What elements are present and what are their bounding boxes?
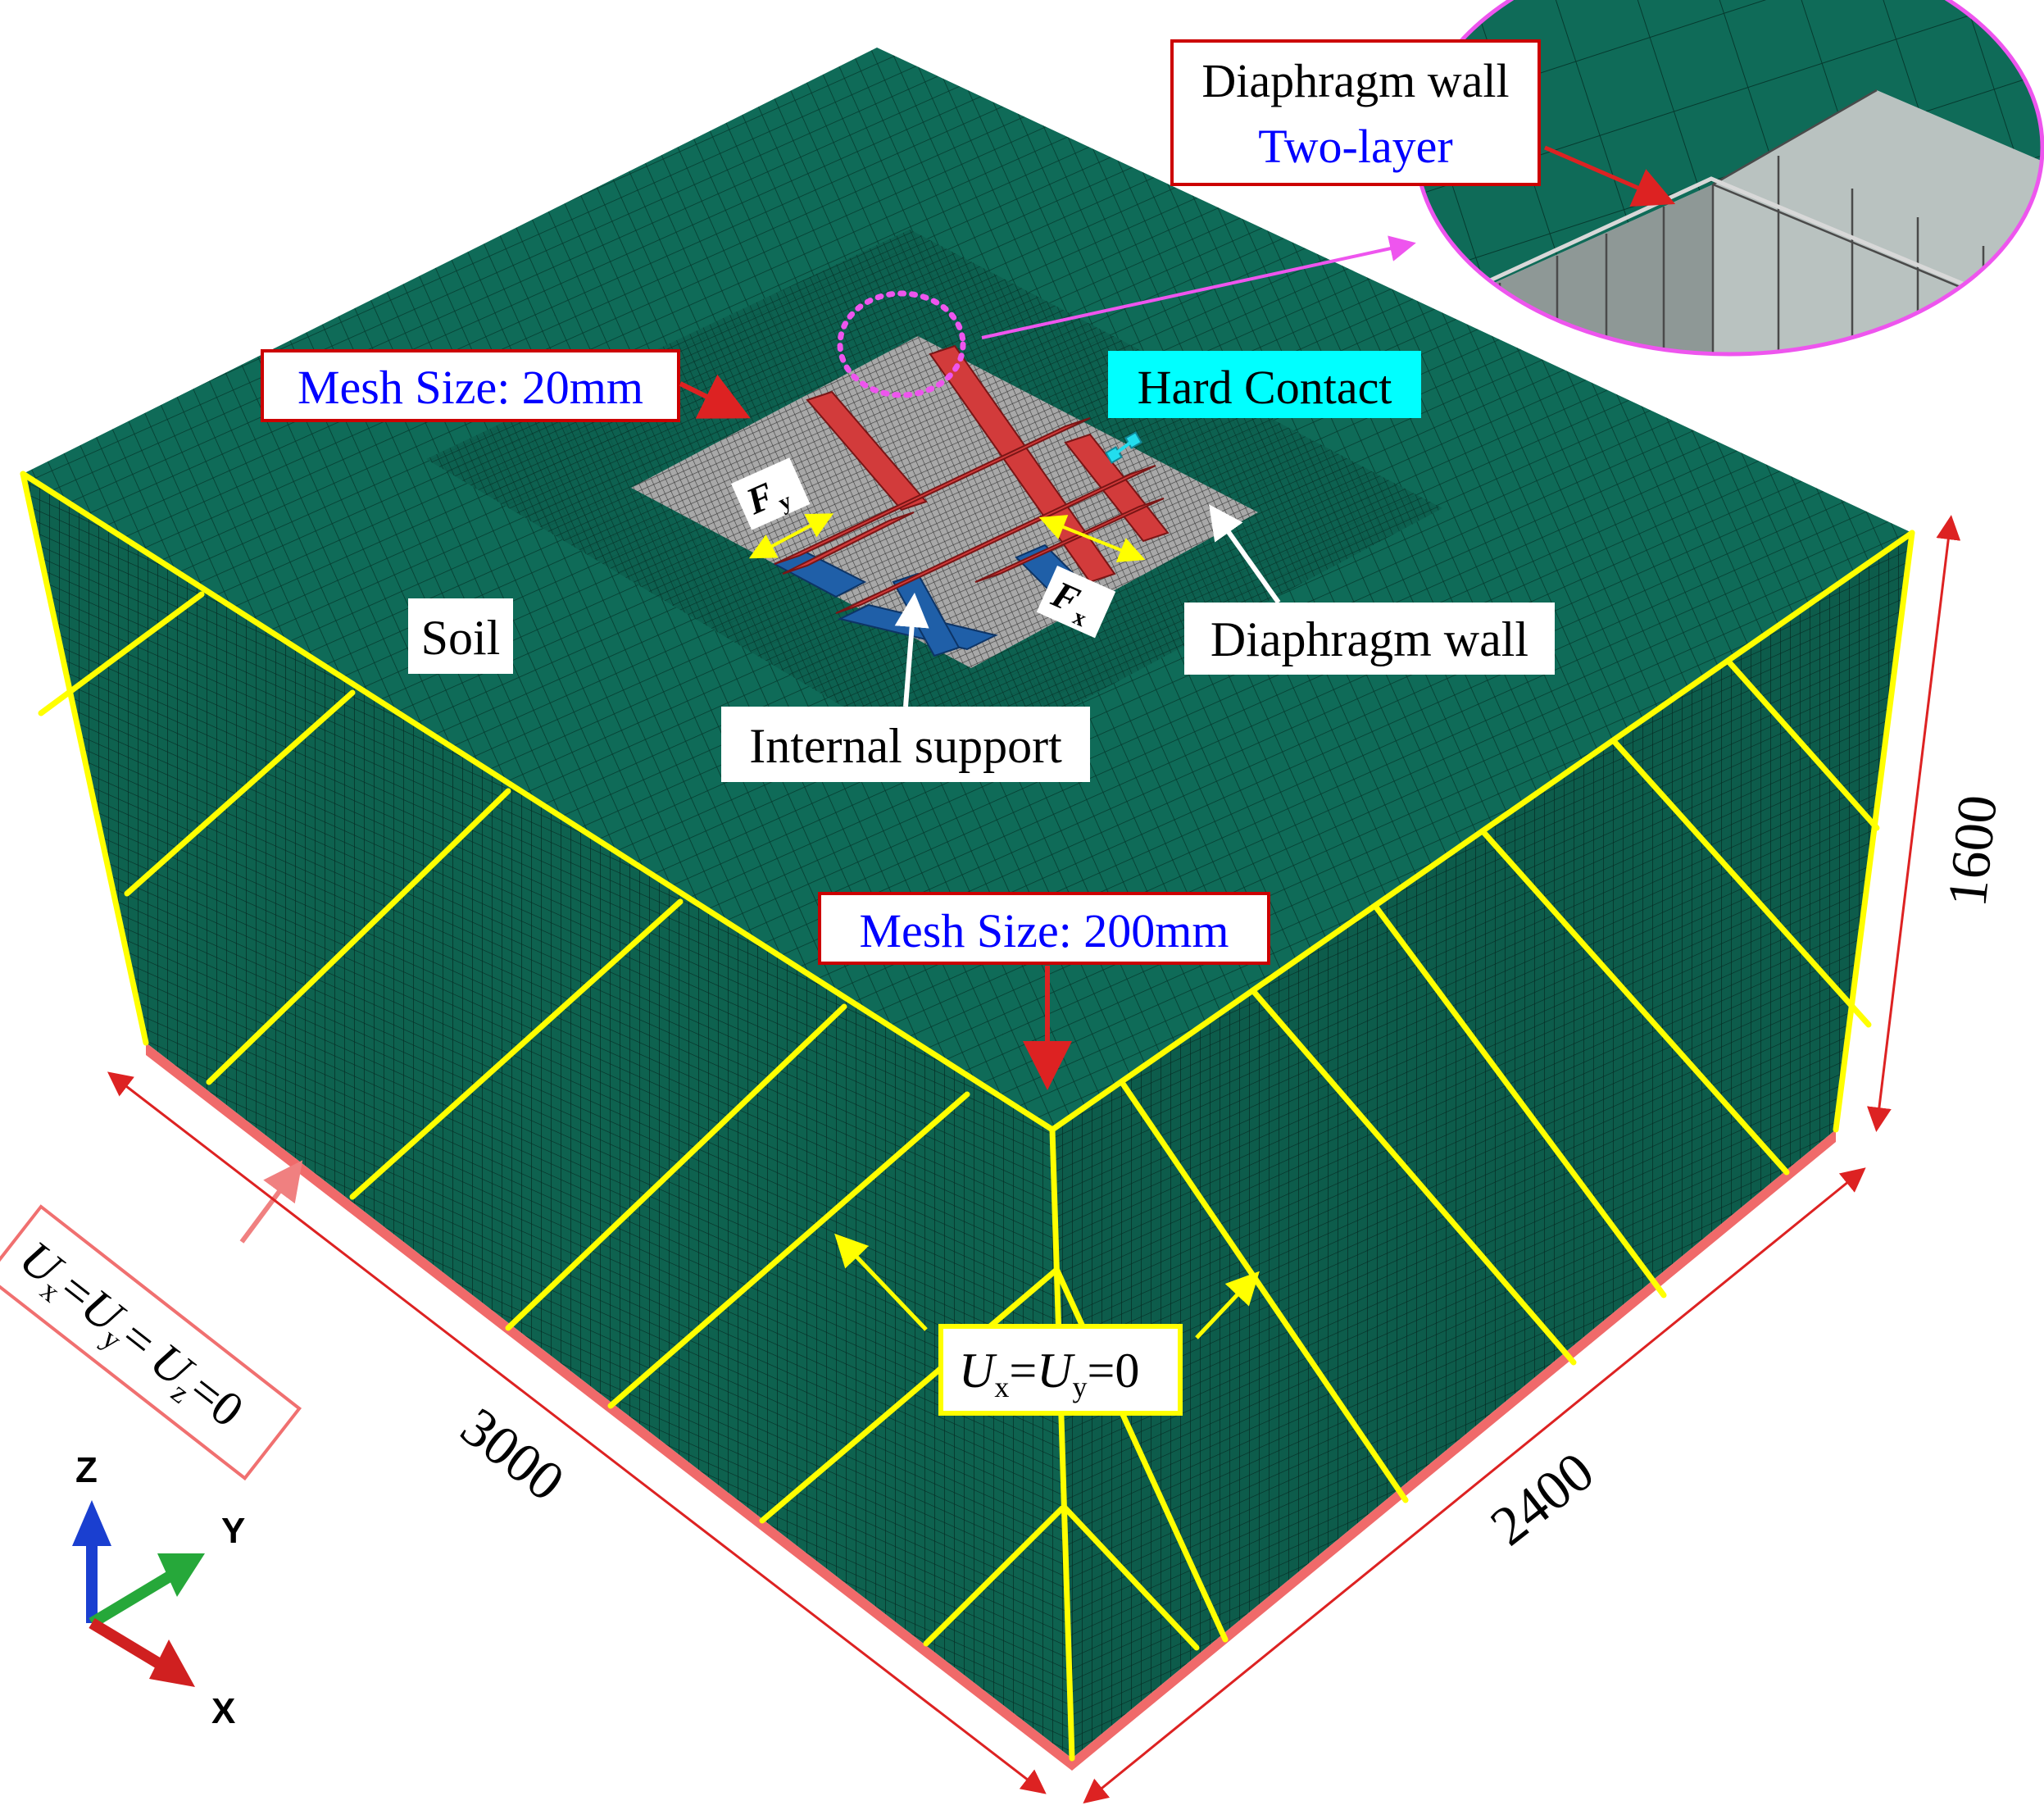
svg-text:Ux=Uy=Uz=0: Ux=Uy=Uz=0 xyxy=(7,1230,253,1442)
mesh-coarse-text: Mesh Size: 200mm xyxy=(859,904,1229,957)
force-label-x: F x xyxy=(1036,566,1116,639)
dim-width-text: 2400 xyxy=(1478,1439,1605,1558)
inset-label-line2: Two-layer xyxy=(1258,120,1453,173)
bc-bottom-u2: U xyxy=(1037,1344,1075,1398)
dim-length-line xyxy=(107,1071,1047,1794)
mesh-coarse-label: Mesh Size: 200mm xyxy=(818,892,1270,965)
dim-width-line xyxy=(1083,1167,1866,1804)
force-y-arrow xyxy=(748,513,834,559)
dim-height-line xyxy=(1867,515,1961,1132)
bc-side-label: Ux=Uy=Uz=0 xyxy=(0,1204,302,1481)
hard-contact-label: Hard Contact xyxy=(1108,351,1421,418)
force-label-y: F y xyxy=(731,457,811,530)
force-x-arrow xyxy=(1038,515,1146,562)
x-axis-arrow xyxy=(149,1639,195,1687)
z-axis-label: Z xyxy=(75,1450,98,1490)
x-axis-label: X xyxy=(211,1691,235,1731)
z-axis-arrow xyxy=(72,1500,111,1546)
diaphragm-wall-label: Diaphragm wall xyxy=(1184,603,1555,675)
mesh-fine-text: Mesh Size: 20mm xyxy=(298,361,643,414)
y-axis-label: Y xyxy=(221,1511,245,1551)
bc-bottom-zero: =0 xyxy=(1088,1344,1140,1398)
internal-support-text: Internal support xyxy=(749,719,1062,773)
diaphragm-wall-mesh xyxy=(631,336,1258,668)
hard-contact-text: Hard Contact xyxy=(1138,361,1392,414)
bc-bottom-sub-y: y xyxy=(1073,1371,1088,1403)
bc-side-arrow xyxy=(239,1160,303,1244)
soil-label: Soil xyxy=(408,598,513,674)
inset-label-line1: Diaphragm wall xyxy=(1201,54,1509,107)
detail-callout-leader xyxy=(981,235,1416,339)
hard-contact-spring-icon xyxy=(1105,431,1142,464)
bc-bottom-sub-x: x xyxy=(994,1371,1009,1403)
dim-height-text: 1600 xyxy=(1935,792,2009,909)
diaphragm-wall-text: Diaphragm wall xyxy=(1211,612,1528,666)
dimension-lines xyxy=(107,515,1961,1804)
mesh-fine-label: Mesh Size: 20mm xyxy=(261,349,680,422)
detail-callout-circle xyxy=(837,290,966,398)
force-arrows xyxy=(748,513,1146,562)
inset-detail xyxy=(1414,0,2044,357)
y-axis-arrow xyxy=(157,1553,205,1597)
internal-support-label: Internal support xyxy=(721,707,1090,782)
diaphragm-wall-arrow xyxy=(1209,504,1281,604)
dim-length-text: 3000 xyxy=(450,1395,576,1513)
soil-text: Soil xyxy=(421,611,501,665)
mesh-fine-arrow xyxy=(679,374,751,419)
bc-bottom-label: Ux=Uy=0 xyxy=(938,1324,1183,1416)
axis-triad: Z Y X xyxy=(72,1450,245,1731)
bc-bottom-eq: = xyxy=(1009,1344,1037,1398)
svg-text:Ux=Uy=0: Ux=Uy=0 xyxy=(959,1344,1139,1403)
bc-bottom-u1: U xyxy=(959,1344,997,1398)
internal-support-arrow xyxy=(894,593,929,707)
inset-label-arrow xyxy=(1544,145,1676,207)
inset-label: Diaphragm wall Two-layer xyxy=(1170,39,1541,186)
